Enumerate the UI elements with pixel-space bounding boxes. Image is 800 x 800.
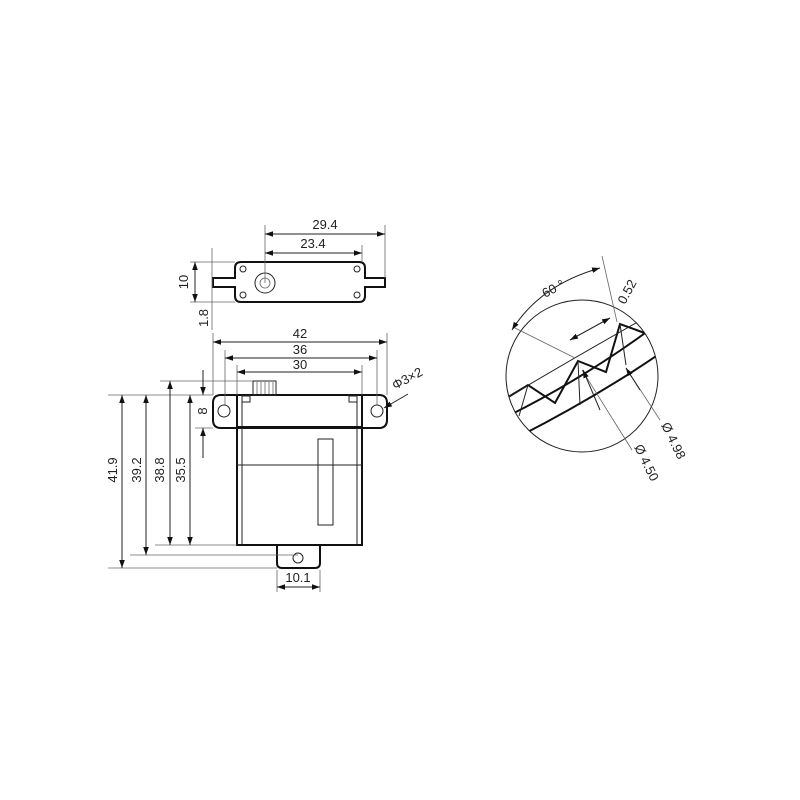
dim-1-8: 1.8 (196, 309, 211, 327)
angle-60: 60 ° (539, 276, 567, 300)
spline-detail: 60 ° 0.52 Ø 4.98 Ø 4.50 (505, 255, 689, 484)
pitch-0-52: 0.52 (614, 277, 639, 306)
label-slot (317, 438, 334, 526)
dim-36: 36 (293, 342, 307, 357)
dim-35-5: 35.5 (173, 457, 188, 482)
output-gear (252, 380, 277, 396)
dim-39-2: 39.2 (129, 457, 144, 482)
servo-case (236, 394, 363, 546)
dim-41-9: 41.9 (105, 457, 120, 482)
dim-8: 8 (195, 407, 210, 414)
top-view: 29.4 23.4 10 1.8 (176, 217, 386, 330)
dia-4-50: Ø 4.50 (631, 442, 662, 484)
hole-note: Φ3×2 (389, 364, 425, 392)
dim-38-8: 38.8 (152, 457, 167, 482)
dim-10: 10 (176, 275, 191, 289)
dim-42: 42 (293, 326, 307, 341)
front-view: 42 36 30 41.9 39.2 38.8 35.5 8 10.1 Φ3×2 (105, 326, 425, 592)
bottom-tab (276, 545, 321, 569)
dim-29-4: 29.4 (312, 217, 337, 232)
dim-10-1: 10.1 (285, 570, 310, 585)
mounting-flange (212, 394, 388, 429)
dim-23-4: 23.4 (300, 236, 325, 251)
mount-hole-right (370, 404, 384, 418)
dia-4-98: Ø 4.98 (658, 420, 689, 462)
dim-30: 30 (293, 357, 307, 372)
top-body-outline (212, 261, 386, 303)
mount-hole-left (217, 404, 231, 418)
